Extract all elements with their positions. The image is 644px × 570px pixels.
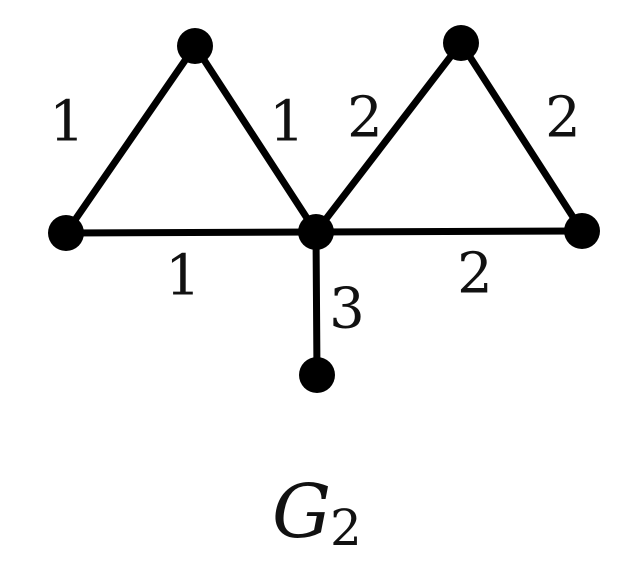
graph-name: G bbox=[272, 469, 331, 555]
edge-topleft-center bbox=[191, 42, 320, 236]
vertex-top-right bbox=[443, 25, 479, 61]
edge-label-topleft-center: 1 bbox=[269, 90, 305, 155]
edge-label-topright-right: 2 bbox=[545, 86, 581, 151]
edge-label-center-right: 2 bbox=[457, 242, 493, 307]
edge-center-right bbox=[312, 227, 586, 236]
graph-title: G 2 bbox=[272, 469, 362, 557]
vertex-left bbox=[48, 215, 84, 251]
edge-left-center bbox=[62, 228, 320, 237]
edge-center-bottom bbox=[312, 228, 321, 379]
edge-label-left-topleft: 1 bbox=[49, 90, 85, 155]
vertex-center bbox=[298, 214, 334, 250]
vertices bbox=[48, 25, 600, 393]
edge-labels: 1 1 1 2 2 2 3 bbox=[49, 86, 581, 342]
vertex-right bbox=[564, 213, 600, 249]
edge-center-topright bbox=[312, 39, 465, 236]
edge-label-center-topright: 2 bbox=[347, 86, 383, 151]
edge-left-topleft bbox=[62, 42, 199, 237]
edge-label-left-center: 1 bbox=[165, 244, 201, 309]
edges bbox=[62, 39, 586, 379]
edge-topright-right bbox=[457, 39, 586, 235]
vertex-top-left bbox=[177, 28, 213, 64]
graph-subscript: 2 bbox=[330, 499, 362, 557]
edge-label-center-bottom: 3 bbox=[329, 277, 365, 342]
vertex-bottom bbox=[299, 357, 335, 393]
